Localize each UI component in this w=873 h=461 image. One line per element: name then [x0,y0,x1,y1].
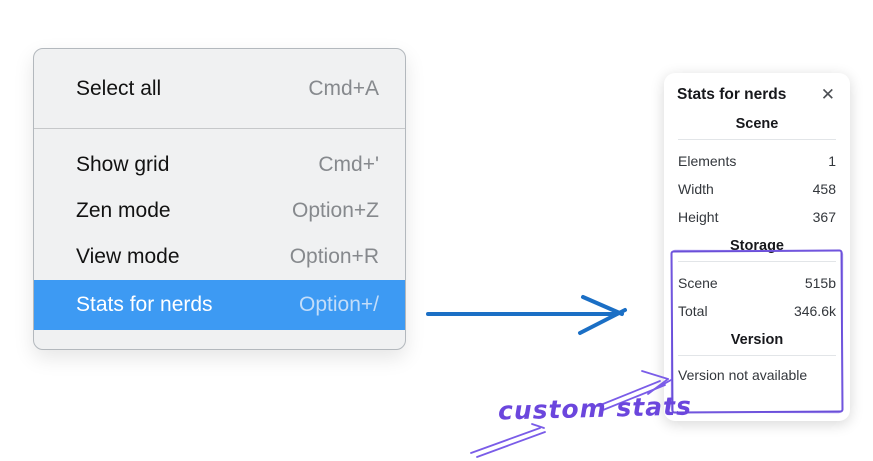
stat-row-height: Height 367 [678,203,836,231]
stat-label: Height [678,209,719,225]
section-heading-version: Version [730,332,784,348]
stats-panel-header: Stats for nerds ✕ [677,85,837,104]
menu-item-view-mode[interactable]: View mode Option+R [34,234,405,280]
menu-item-stats-for-nerds[interactable]: Stats for nerds Option+/ [34,280,405,330]
menu-item-shortcut: Option+Z [292,199,379,222]
stat-value: 458 [812,181,836,197]
menu-item-zen-mode[interactable]: Zen mode Option+Z [34,188,405,234]
menu-item-shortcut: Option+R [289,245,379,268]
section-heading-scene: Scene [735,116,779,132]
menu-item-label: Stats for nerds [76,293,213,316]
stat-row-width: Width 458 [678,175,836,203]
stats-panel: Stats for nerds ✕ Scene Elements 1 Width… [664,73,850,421]
annotation-label: custom stats [497,391,693,426]
sketch-arrow-to-label [470,423,546,458]
section-divider [678,261,836,262]
menu-item-shortcut: Cmd+A [308,77,379,100]
version-note: Version not available [678,367,808,383]
stat-label: Scene [678,275,718,291]
menu-divider [34,128,405,129]
stat-value: 515b [804,275,836,291]
stat-label: Width [678,181,714,197]
stats-panel-title: Stats for nerds [677,85,787,103]
stat-row-scene-storage: Scene 515b [678,269,836,297]
menu-item-label: Show grid [76,153,170,176]
menu-item-shortcut: Option+/ [299,293,379,316]
close-icon[interactable]: ✕ [820,85,835,104]
stat-label: Total [678,303,708,319]
stat-label: Elements [678,153,737,169]
stat-value: 1 [828,153,836,169]
context-menu: Select all Cmd+A Show grid Cmd+' Zen mod… [33,48,406,350]
section-divider [678,139,836,140]
menu-item-label: View mode [76,245,180,268]
arrow-menu-to-panel [426,295,627,335]
menu-item-select-all[interactable]: Select all Cmd+A [34,63,405,115]
section-divider [678,355,836,356]
menu-item-label: Select all [76,77,162,100]
stat-value: 346.6k [793,303,836,319]
section-heading-storage: Storage [730,238,784,254]
stat-row-total-storage: Total 346.6k [678,297,836,325]
menu-item-label: Zen mode [76,199,171,222]
stat-row-elements: Elements 1 [678,147,836,175]
menu-item-shortcut: Cmd+' [318,153,379,176]
stat-value: 367 [812,209,836,225]
menu-item-show-grid[interactable]: Show grid Cmd+' [34,142,405,188]
